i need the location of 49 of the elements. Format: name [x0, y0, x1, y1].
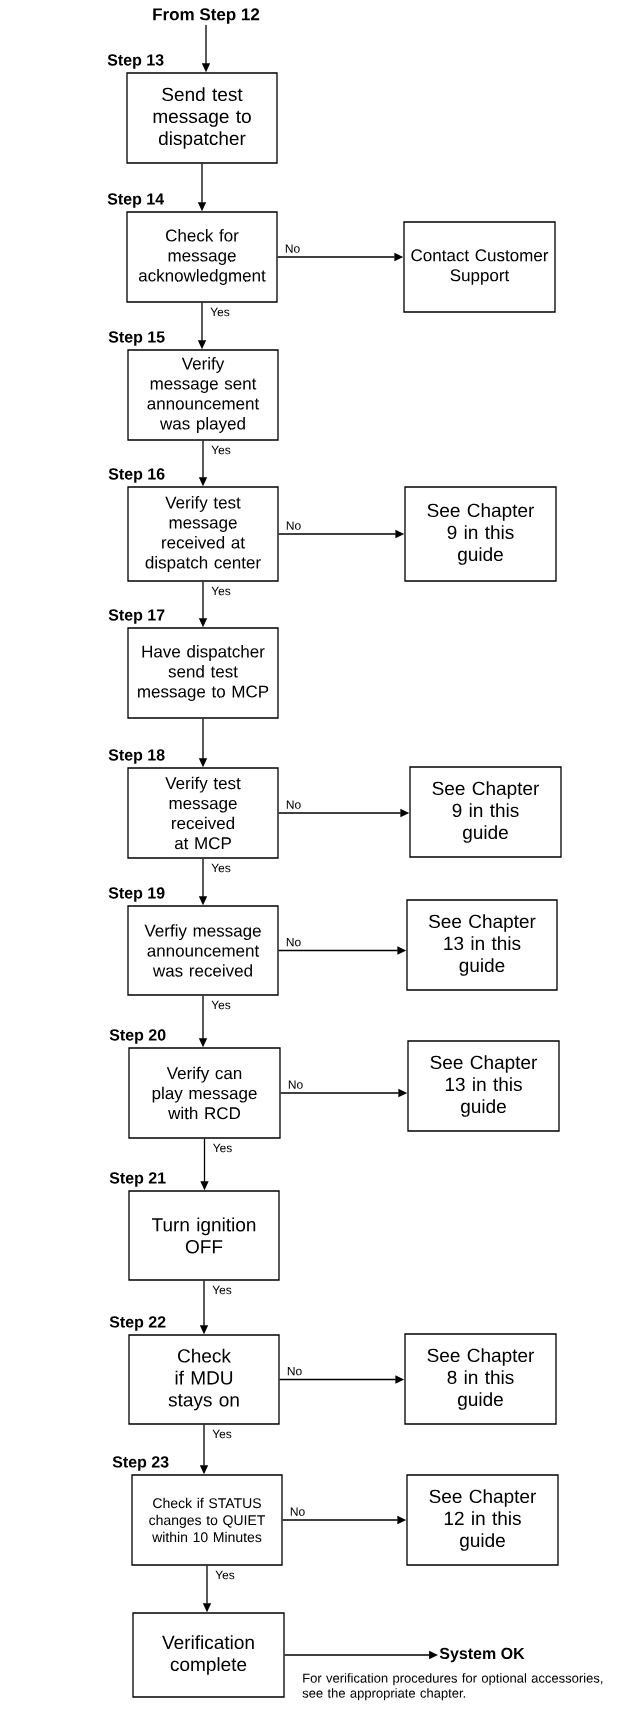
- process-box: See Chapter 12 in this guide: [406, 1474, 559, 1566]
- process-box: Verfiy message announcement was received: [127, 905, 279, 996]
- process-box: See Chapter 13 in this guide: [406, 899, 558, 991]
- process-box: Verify can play message with RCD: [128, 1047, 281, 1139]
- edge-label: No: [288, 1506, 307, 1517]
- step-label: Step 19: [108, 887, 165, 902]
- process-box: Verify test message received at dispatch center: [127, 486, 279, 582]
- edge-label: No: [283, 243, 302, 254]
- text-label: System OK: [439, 1647, 525, 1663]
- edge-label: Yes: [210, 862, 232, 874]
- edge-label: Yes: [210, 585, 232, 597]
- process-box: See Chapter 13 in this guide: [407, 1040, 560, 1132]
- edge-label: No: [285, 1365, 304, 1377]
- process-box: Have dispatcher send test message to MCP: [127, 627, 279, 719]
- edge-label: Yes: [211, 1284, 233, 1296]
- step-label: Step 22: [109, 1316, 166, 1331]
- edge-label: No: [284, 936, 303, 948]
- edge-label: Yes: [211, 1428, 233, 1440]
- process-box: Check if STATUS changes to QUIET within 10 Minutes: [131, 1474, 283, 1566]
- step-label: Step 14: [107, 193, 164, 208]
- step-label: Step 20: [109, 1029, 166, 1044]
- process-box: Check if MDU stays on: [128, 1334, 280, 1425]
- edge-label: Yes: [211, 1142, 234, 1154]
- process-box: Check for message acknowledgment: [126, 211, 278, 303]
- process-box: See Chapter 9 in this guide: [404, 486, 557, 582]
- process-box: Verification complete: [132, 1612, 285, 1698]
- step-label: Step 13: [107, 54, 164, 69]
- edge-label: Yes: [209, 306, 231, 318]
- edge-label: No: [284, 520, 303, 531]
- edge-label: No: [286, 1079, 305, 1090]
- step-label: Step 15: [108, 331, 165, 346]
- step-label: Step 17: [108, 609, 165, 624]
- text-label: From Step 12: [153, 8, 260, 24]
- edge-label: Yes: [210, 444, 232, 456]
- process-box: Send test message to dispatcher: [126, 72, 278, 164]
- edge-label: Yes: [214, 1569, 236, 1581]
- step-label: Step 18: [108, 749, 165, 764]
- process-box: Turn ignition OFF: [128, 1190, 280, 1281]
- process-box: Contact Customer Support: [403, 221, 556, 313]
- step-label: Step 21: [109, 1172, 166, 1187]
- note: For verification procedures for optional accessories, see the appropriate chapter.: [302, 1673, 603, 1701]
- edge-label: No: [284, 799, 303, 810]
- process-box: See Chapter 9 in this guide: [409, 766, 562, 858]
- step-label: Step 16: [108, 468, 165, 483]
- edge-label: Yes: [210, 999, 232, 1011]
- process-box: See Chapter 8 in this guide: [404, 1333, 557, 1425]
- step-label: Step 23: [112, 1456, 169, 1471]
- process-box: Verify message sent announcement was played: [127, 349, 279, 441]
- process-box: Verify test message received at MCP: [127, 767, 279, 859]
